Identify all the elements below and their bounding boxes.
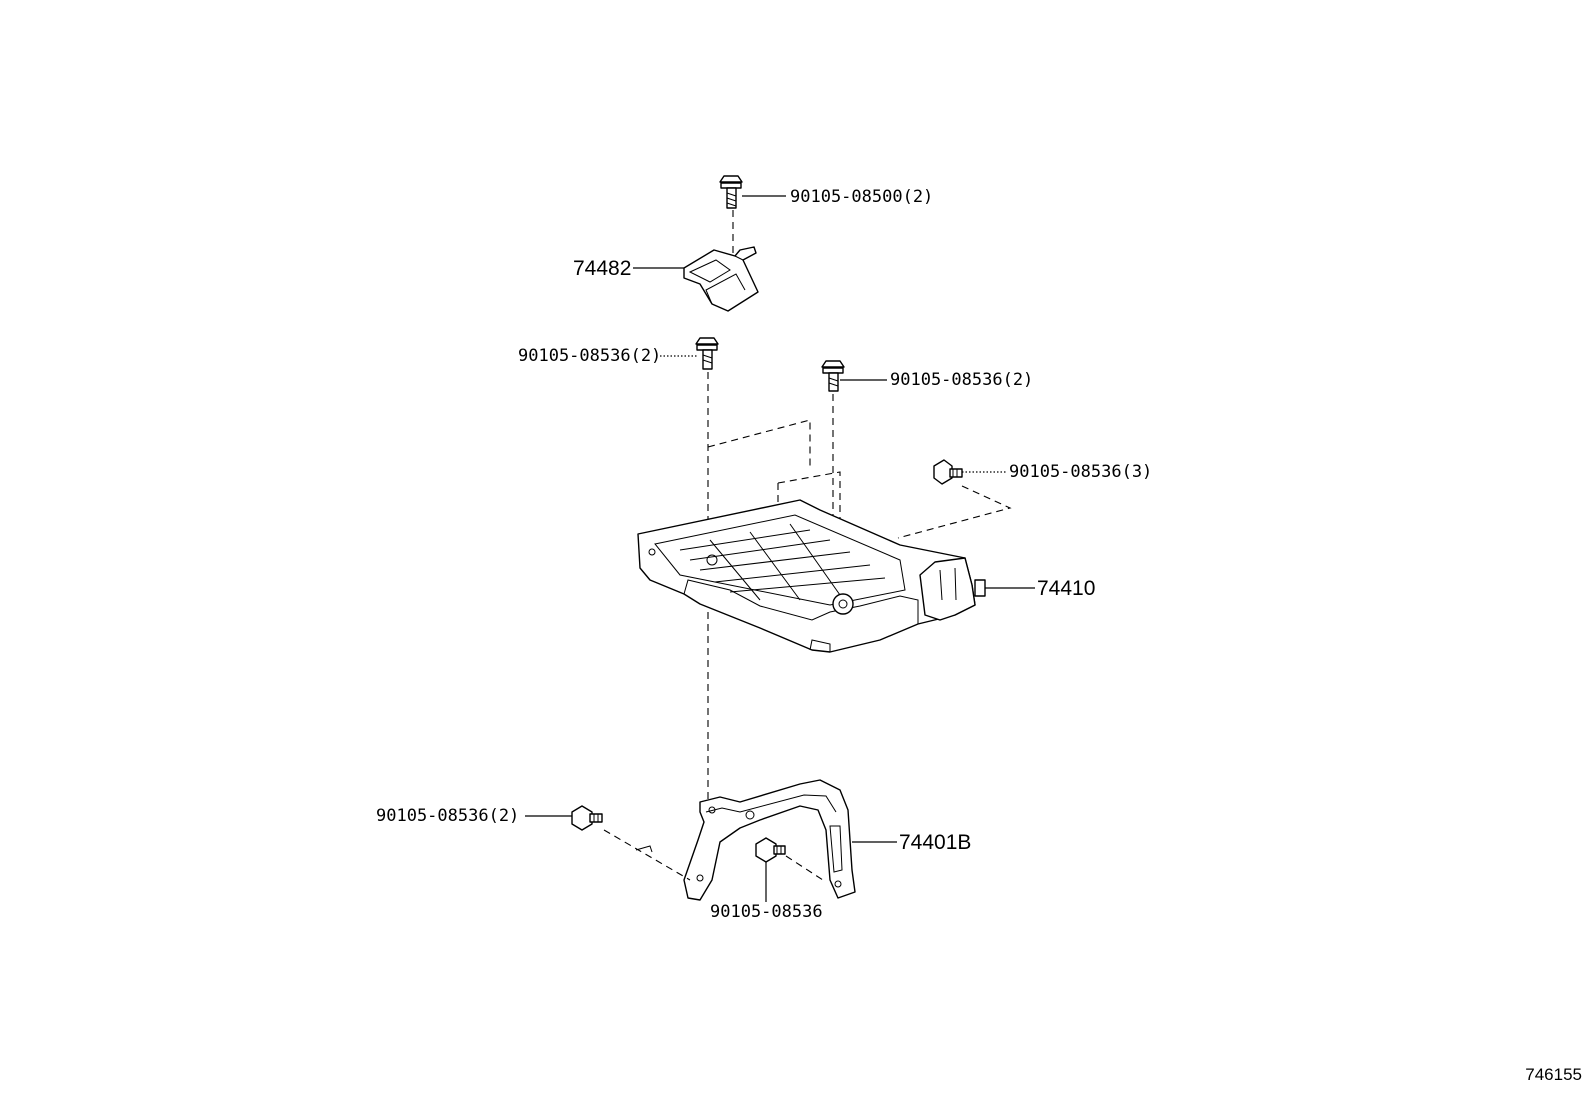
callout-bolt-top[interactable]: 90105-08500(2) (790, 187, 934, 207)
callout-bracket-lower[interactable]: 74401B (899, 831, 972, 854)
bolt-left-mid-icon (695, 337, 719, 370)
dashline-lower-center (785, 855, 827, 883)
bolt-top-icon (719, 175, 743, 209)
bracket-74482-icon (683, 246, 759, 312)
dashline-guide-top (707, 419, 811, 470)
callout-bolt-lower-center[interactable]: 90105-08536 (710, 902, 823, 922)
bracket-74401B-icon (683, 779, 856, 901)
dashline-guide-mid (777, 471, 841, 540)
bolt-right-icon (933, 459, 963, 485)
callout-bolt-lower-left[interactable]: 90105-08536(2) (376, 806, 520, 826)
drawing-id: 746155 (1525, 1065, 1582, 1084)
callout-bracket-top[interactable]: 74482 (573, 257, 632, 280)
bolt-lower-center-icon (755, 837, 786, 863)
bolt-center-mid-icon (821, 360, 845, 392)
callout-bolt-left-mid[interactable]: 90105-08536(2) (518, 346, 662, 366)
dashline-lower-left (603, 829, 691, 881)
bolt-lower-left-icon (571, 805, 603, 831)
dashline-lower-left-tick (635, 845, 653, 853)
callout-bolt-center-mid[interactable]: 90105-08536(2) (890, 370, 1034, 390)
callout-bolt-right[interactable]: 90105-08536(3) (1009, 462, 1153, 482)
dashline-right (897, 485, 1012, 539)
callout-tray[interactable]: 74410 (1037, 577, 1096, 600)
battery-tray-74410-icon (637, 499, 986, 653)
